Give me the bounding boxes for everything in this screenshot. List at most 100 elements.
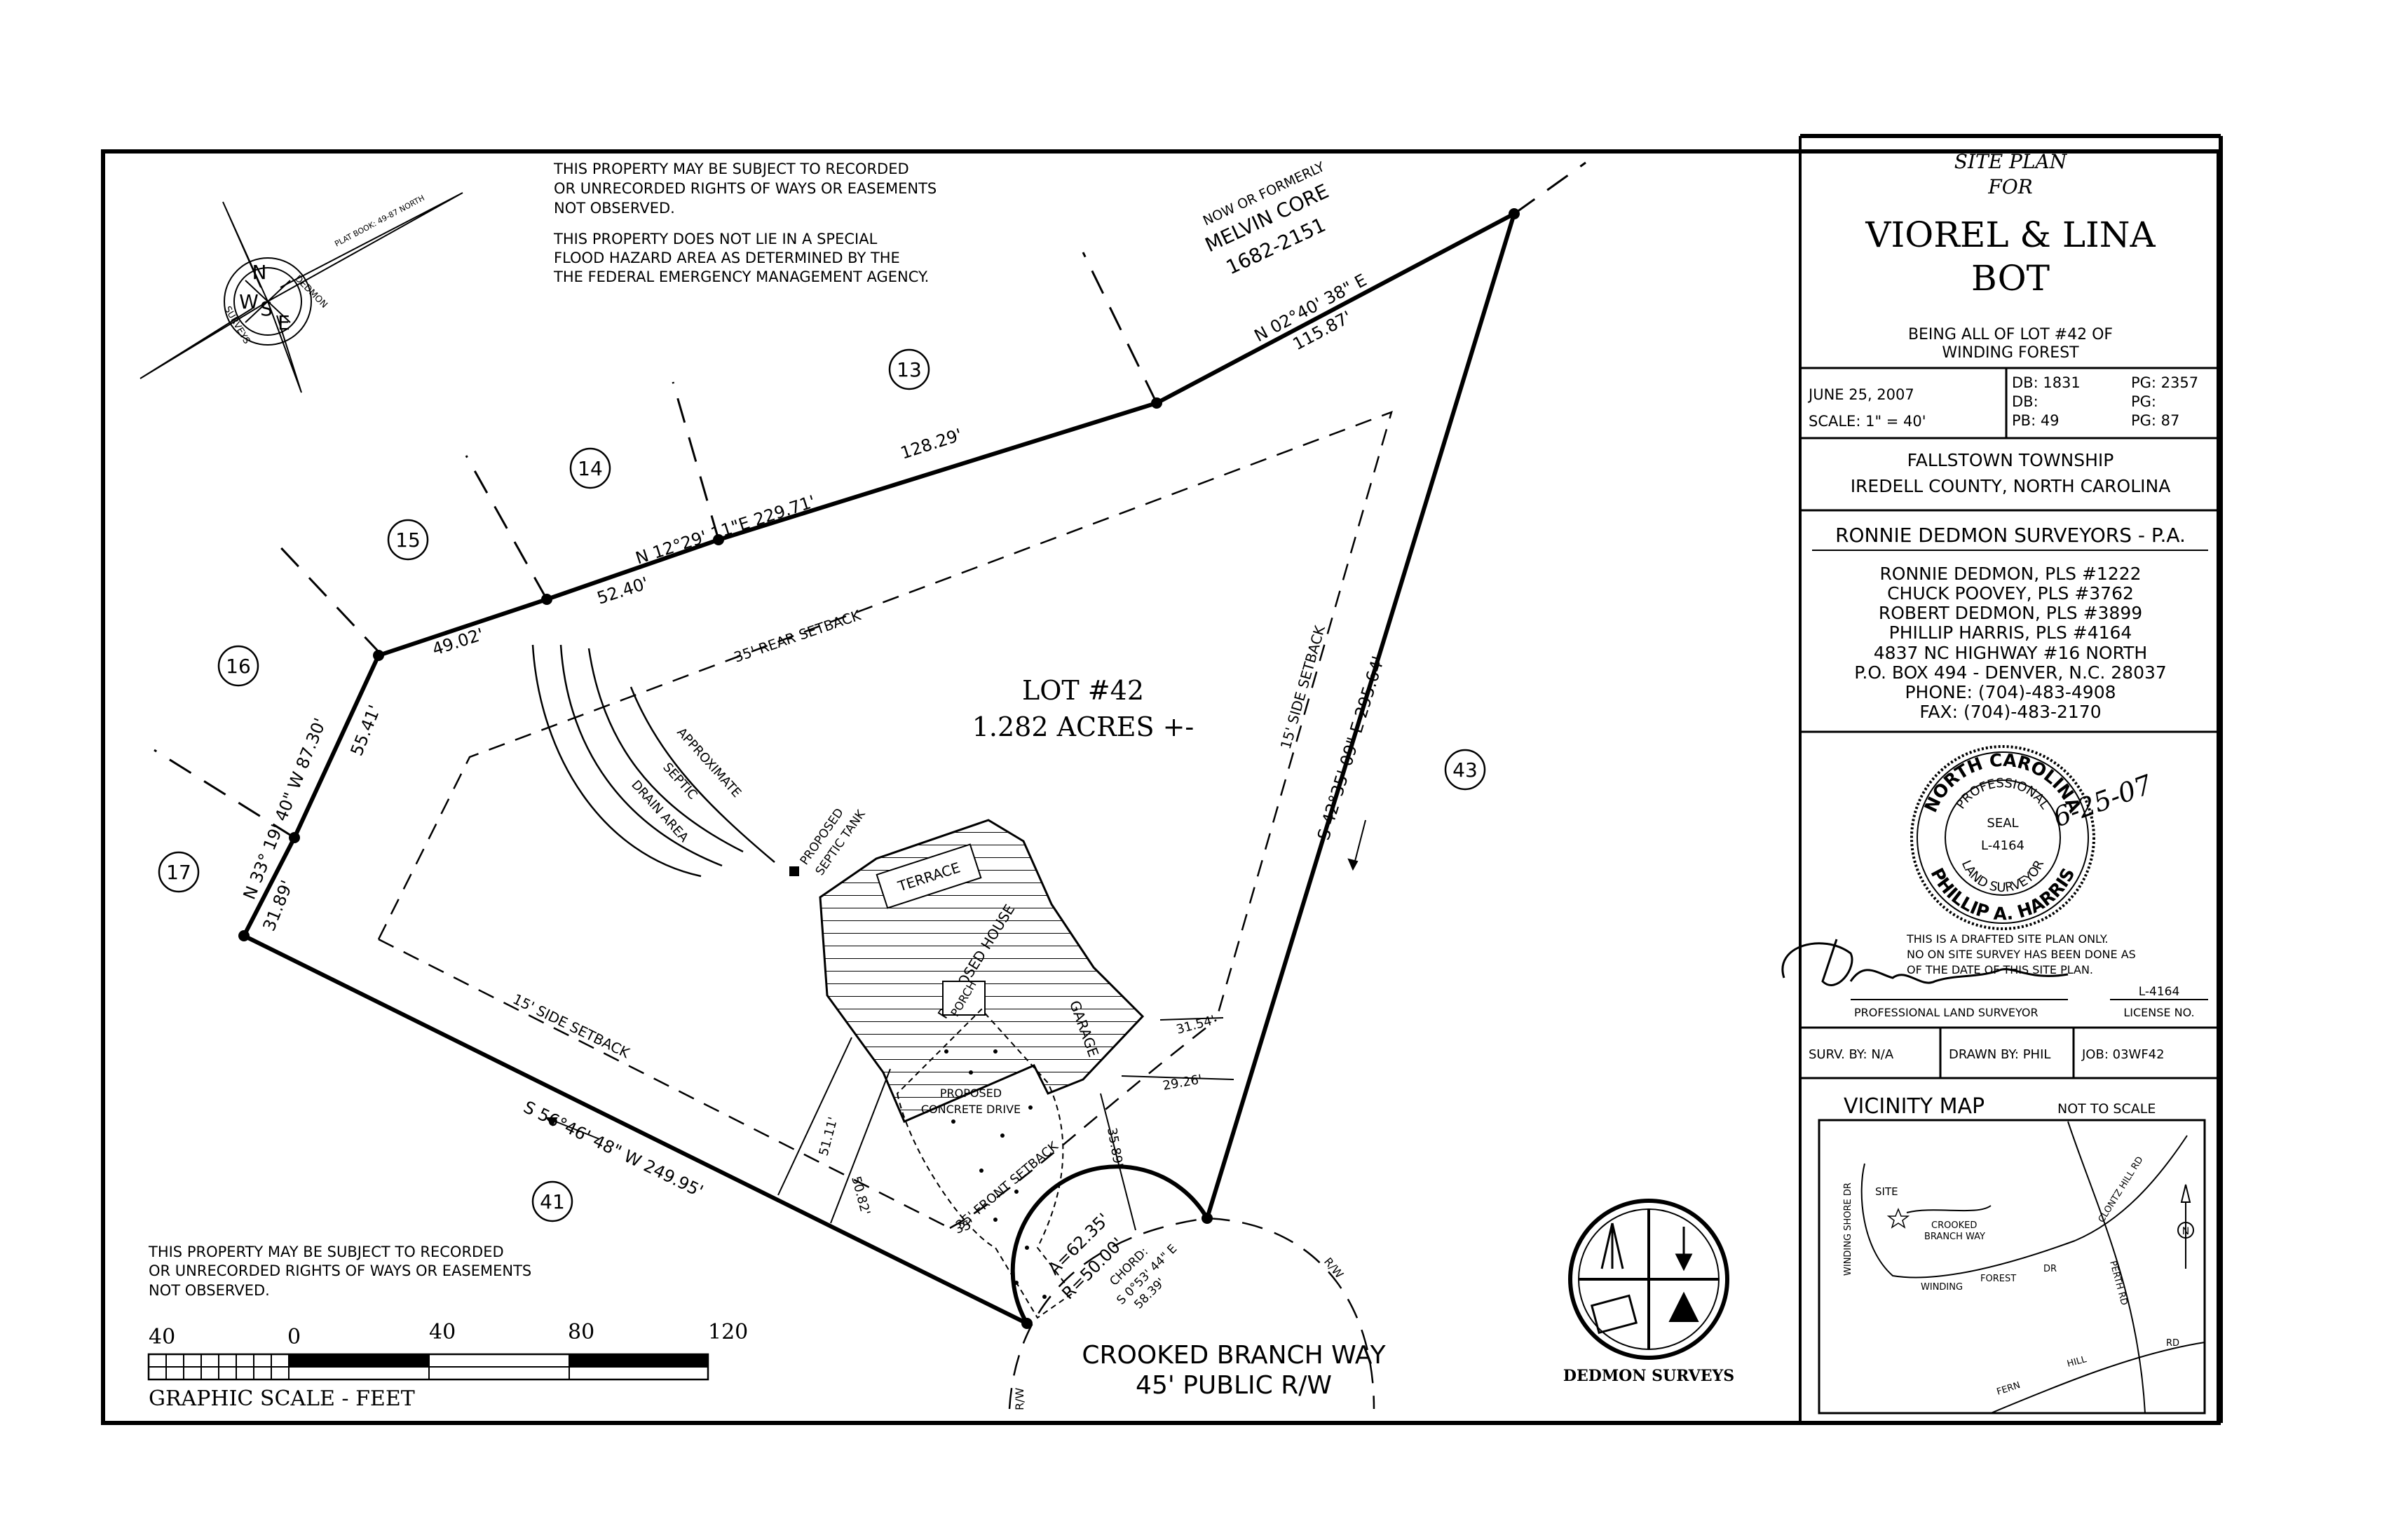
address-2: P.O. BOX 494 - DENVER, N.C. 28037 [1854,662,2167,683]
dim-50-82: 50.82' [848,1175,873,1217]
note-bottom-3: NOT OBSERVED. [149,1282,270,1299]
person-3: ROBERT DEDMON, PLS #3899 [1879,603,2142,623]
winding-forest-label-a: WINDING [1921,1282,1963,1293]
dimension-lines [777,1017,1234,1231]
winding-shore-label: WINDING SHORE DR [1843,1183,1853,1276]
phone: PHONE: (704)-483-4908 [1905,682,2116,702]
arrow-down-icon [1675,1227,1693,1272]
top-notes: THIS PROPERTY MAY BE SUBJECT TO RECORDED… [553,161,937,285]
bottom-notes: THIS PROPERTY MAY BE SUBJECT TO RECORDED… [148,1243,531,1299]
compass-rose: N W E S PLAT BOOK: 49-87 NORTH DEDMON SU… [139,192,463,393]
adjacent-lot-lines [154,161,1586,839]
west-side-setback-label: 15' SIDE SETBACK [510,990,633,1062]
note-top-1: THIS PROPERTY MAY BE SUBJECT TO RECORDED [553,161,909,177]
road-row: 45' PUBLIC R/W [1136,1371,1332,1400]
compass-e: E [278,311,290,334]
rw-label-right: R/W [1321,1255,1346,1281]
title-block: SITE PLAN FOR VIOREL & LINA BOT BEING AL… [1835,150,2186,722]
for-label: FOR [1987,175,2032,198]
scale-tick-80: 80 [568,1320,594,1344]
monument-icon [1668,1291,1699,1322]
job-number: JOB: 03WF42 [2081,1047,2165,1062]
outer-border [101,149,2221,1425]
pg-2: PG: [2131,393,2156,410]
clontz-label: CLONTZ HILL RD [2097,1155,2146,1225]
lot-13: 13 [897,358,922,381]
rw-label-left: R/W [1013,1387,1026,1410]
winding-forest-label-b: FOREST [1980,1274,2016,1284]
north-bearing: N 12°29' 11"E 229.71' [633,491,817,568]
lot-title: LOT #42 [1022,675,1144,706]
surveyed-by: SURV. BY: N/A [1809,1047,1894,1062]
license-number: L-4164 [2139,985,2180,999]
note-top-4: THIS PROPERTY DOES NOT LIE IN A SPECIAL [553,231,878,247]
signature-area: THIS IS A DRAFTED SITE PLAN ONLY. NO ON … [1781,932,2208,1019]
owner-line-1: VIOREL & LINA [1865,214,2156,255]
scale-label: GRAPHIC SCALE - FEET [149,1386,415,1411]
date: JUNE 25, 2007 [1807,386,1914,403]
fax: FAX: (704)-483-2170 [1919,702,2101,722]
vicinity-title: VICINITY MAP [1844,1094,1985,1119]
adjacent-owner: NOW OR FORMERLY MELVIN CORE 1682-2151 [1201,159,1333,280]
scale-tick-40: 40 [429,1320,456,1344]
drawn-by: DRAWN BY: PHIL [1949,1047,2050,1062]
boundary-labels: N 12°29' 11"E 229.71' 128.29' 52.40' 49.… [240,270,1389,1303]
perth-label: PERTH RD [2107,1260,2129,1307]
scale-tick-120: 120 [708,1320,748,1344]
note-top-2: OR UNRECORDED RIGHTS OF WAYS OR EASEMENT… [554,180,937,197]
concrete-drive: PROPOSED CONCRETE DRIVE [896,1008,1074,1319]
vicinity-north-arrow-icon: N [2177,1184,2194,1269]
south-arrow-icon [545,1117,558,1126]
proposed-house: TERRACE PROPOSED HOUSE PORCH GARAGE [819,819,1145,1123]
db-1: DB: 1831 [2012,374,2081,391]
license-no-label: LICENSE NO. [2123,1006,2194,1019]
east-arrow-icon [1347,858,1359,871]
pb: PB: 49 [2012,412,2060,429]
site-star-icon [1886,1207,1910,1229]
compass-n: N [252,261,267,284]
seal-land-surveyor: LAND SURVEYOR [1959,858,2048,895]
drafted-note-2: NO ON SITE SURVEY HAS BEEN DONE AS [1907,948,2136,961]
being-line-2: WINDING FOREST [1942,344,2079,362]
dim-51-11: 51.11' [817,1115,841,1157]
site-label: SITE [1875,1185,1898,1198]
west-bearing: N 33° 19' 40" W 87.30' [240,715,330,902]
county: IREDELL COUNTY, NORTH CAROLINA [1851,476,2171,496]
lot-area: 1.282 ACRES +- [972,711,1194,742]
east-bearing: S 42°35' 09" E 295.64' [1314,654,1389,843]
compass-rose-icon [139,192,463,393]
dedmon-logo: DEDMON SURVEYS [1563,1199,1734,1385]
seal-professional: PROFESSIONAL [1953,776,2052,812]
surveyor-seal: NORTH CAROLINA PHILLIP A. HARRIS PROFESS… [1910,745,2157,930]
dim-31-54: 31.54' [1175,1013,1217,1037]
pg-3: PG: 87 [2131,412,2179,429]
note-top-6: THE FEDERAL EMERGENCY MANAGEMENT AGENCY. [553,268,929,285]
road-name: CROOKED BRANCH WAY [1082,1341,1386,1370]
rear-setback-label: 35' REAR SETBACK [732,606,864,666]
septic-tank-marker [789,866,799,876]
bearing-arrows [545,819,1366,1140]
drafted-note-3: OF THE DATE OF THIS SITE PLAN. [1907,963,2093,976]
dim-35-89: 35.89' [1104,1126,1125,1168]
firm-name: RONNIE DEDMON SURVEYORS - P.A. [1835,524,2186,547]
drive-label-1: PROPOSED [940,1086,1002,1100]
note-top-3: NOT OBSERVED. [554,200,675,217]
signature-icon [1781,939,2069,986]
scale-tick-40a: 40 [149,1325,175,1349]
person-4: PHILLIP HARRIS, PLS #4164 [1889,622,2132,643]
lot-17: 17 [166,861,191,884]
map-icon [1590,1294,1638,1335]
tripod-icon [1600,1222,1624,1269]
owner-line-2: BOT [1971,258,2050,299]
vicinity-n-label: N [2182,1226,2189,1237]
segment-128: 128.29' [898,425,965,463]
lot-16: 16 [226,655,251,678]
lot-14: 14 [578,457,603,480]
lot-43: 43 [1452,758,1478,782]
scale-text: SCALE: 1" = 40' [1809,413,1926,430]
compass-s: S [260,297,273,320]
db-2: DB: [2012,393,2039,410]
drive-label-2: CONCRETE DRIVE [921,1103,1021,1116]
site-plan-title: SITE PLAN [1954,150,2068,173]
